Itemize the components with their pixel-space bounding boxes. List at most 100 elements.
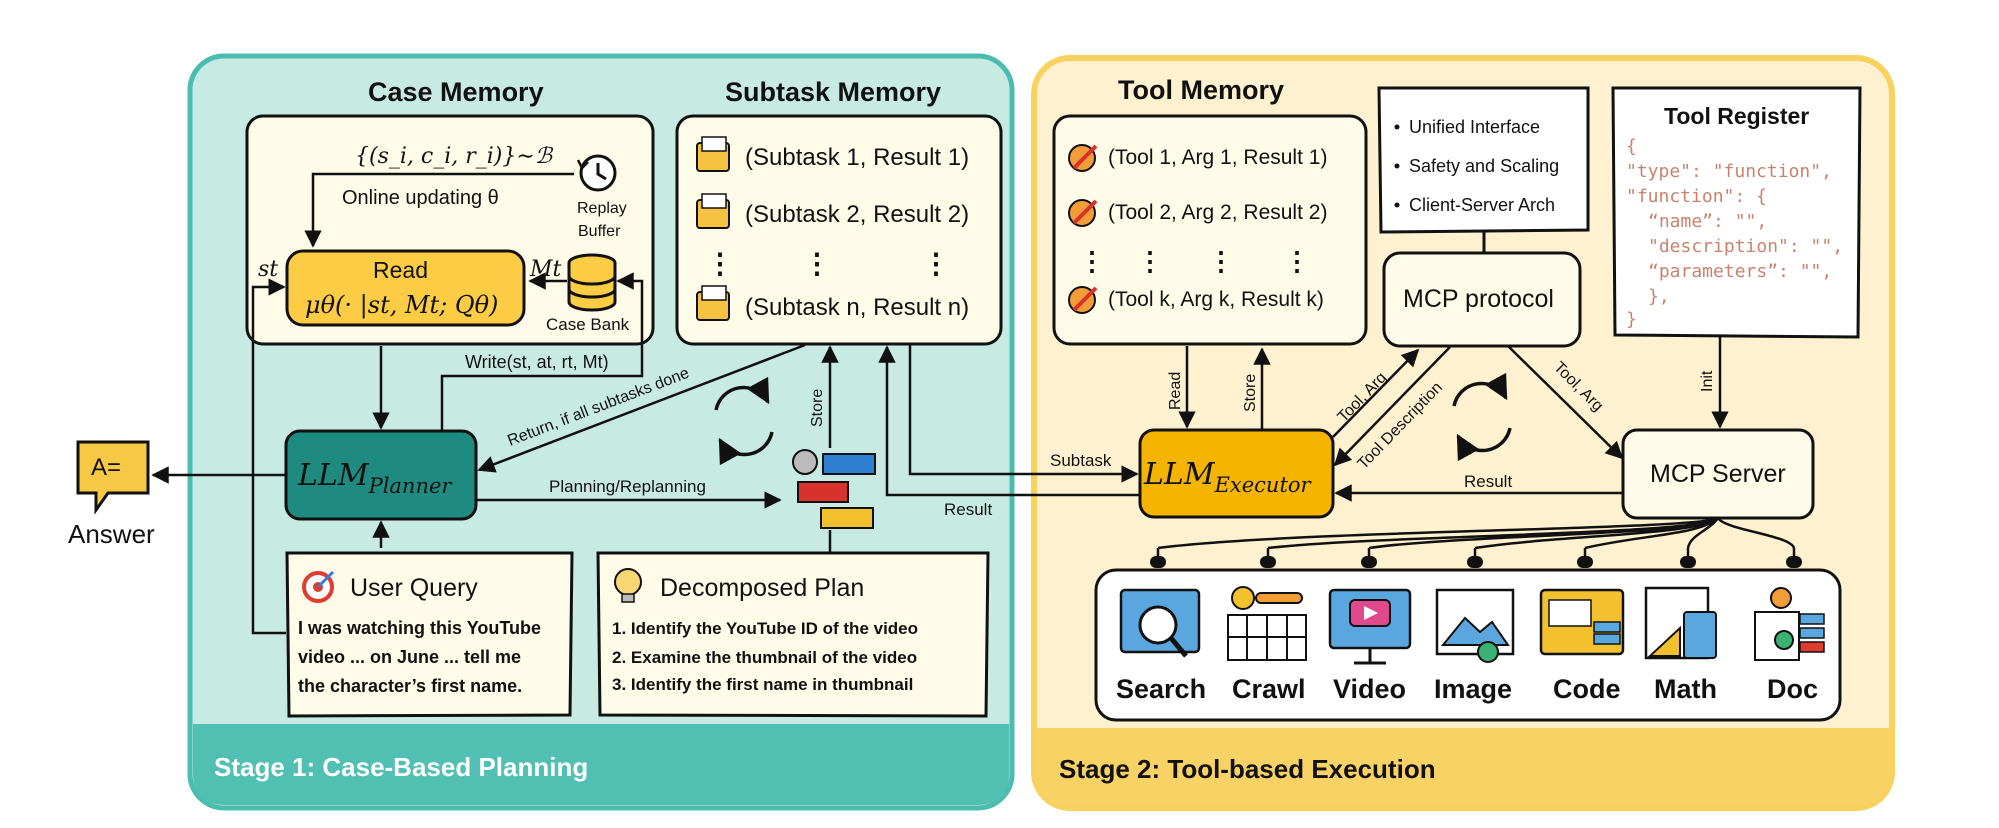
user-query-line-3: the character’s first name.	[298, 676, 522, 696]
m-t-label: Mt	[529, 257, 562, 282]
code-line-2: "type": "function",	[1626, 161, 1832, 182]
svg-text:LLMPlanner: LLMPlanner	[297, 458, 453, 498]
lightbulb-icon	[614, 568, 642, 603]
features-box: Unified Interface Safety and Scaling Cli…	[1377, 86, 1590, 234]
replay-buffer-icon	[576, 154, 617, 192]
tool-dots: ⋮	[1208, 246, 1234, 276]
subtask-row-1: (Subtask 1, Result 1)	[745, 144, 969, 171]
folder-icon	[696, 193, 730, 229]
tool-dots: ⋮	[1137, 246, 1163, 276]
tool-label-math: Math	[1654, 674, 1717, 704]
tool-row-1: (Tool 1, Arg 1, Result 1)	[1108, 146, 1327, 169]
plug-icon	[1786, 548, 1802, 568]
case-memory-formula: {(s_i, c_i, r_i)}∼ℬ	[355, 144, 554, 169]
feature-2: Safety and Scaling	[1409, 156, 1559, 176]
planner-main: LLM	[297, 458, 370, 493]
user-query-title: User Query	[350, 574, 478, 602]
stage2-title: Stage 2: Tool-based Execution	[1059, 754, 1436, 784]
mcp-protocol-label: MCP protocol	[1403, 285, 1554, 313]
case-bank-label: Case Bank	[546, 315, 630, 334]
user-query-line-2: video ... on June ... tell me	[298, 647, 521, 667]
subtask-memory: Subtask Memory (Subtask 1, Result 1) (Su…	[675, 77, 1003, 346]
code-line-8: }	[1626, 309, 1637, 330]
decomposed-plan-title: Decomposed Plan	[660, 574, 864, 602]
replay-buffer-label-2: Buffer	[578, 223, 621, 240]
executor-main: LLM	[1143, 457, 1216, 492]
target-icon	[302, 570, 335, 603]
subtask-dots: ⋮	[706, 248, 734, 279]
search-icon	[1119, 588, 1201, 658]
tool-row-2: (Tool 2, Arg 2, Result 2)	[1108, 201, 1327, 224]
mcp-protocol-box: MCP protocol	[1382, 251, 1582, 348]
store-label-stage1: Store	[809, 389, 826, 427]
plug-icon	[1361, 548, 1377, 568]
replay-buffer-label-1: Replay	[577, 200, 627, 217]
tool-dots: ⋮	[1079, 246, 1105, 276]
folder-icon	[696, 285, 730, 321]
read-formula: μθ(· |st, Mt; Qθ)	[305, 291, 498, 320]
executor-sub: Executor	[1214, 473, 1313, 497]
feature-1: Unified Interface	[1409, 117, 1540, 137]
tool-gear-icon	[1068, 286, 1098, 314]
s-t-label: st	[258, 257, 278, 282]
tool-dots: ⋮	[1284, 246, 1310, 276]
case-bank-icon	[567, 253, 617, 312]
tool-register-box: Tool Register { "type": "function", "fun…	[1611, 86, 1862, 339]
plan-line-3: 3. Identify the first name in thumbnail	[612, 675, 913, 694]
video-icon	[1328, 588, 1412, 665]
tool-label-image: Image	[1434, 674, 1512, 704]
subtask-label: Subtask	[1050, 451, 1112, 470]
tool-gear-icon	[1068, 144, 1098, 172]
subtask-dots: ⋮	[922, 248, 950, 279]
subtask-dots: ⋮	[803, 248, 831, 279]
decomposed-plan-box: Decomposed Plan 1. Identify the YouTube …	[596, 551, 990, 718]
code-line-4: “name”: "",	[1648, 211, 1767, 232]
mcp-server-label: MCP Server	[1650, 460, 1786, 488]
plan-list-icon	[792, 449, 876, 529]
code-line-1: {	[1626, 136, 1637, 157]
code-icon	[1539, 588, 1625, 656]
plug-icon	[1680, 548, 1696, 568]
subtask-row-2: (Subtask 2, Result 2)	[745, 201, 969, 228]
doc-icon	[1754, 587, 1825, 661]
read-box	[285, 249, 526, 327]
answer-icon: A=	[76, 440, 150, 515]
init-label: Init	[1699, 370, 1716, 392]
cycle-icon	[1452, 372, 1512, 462]
svg-text:LLMExecutor: LLMExecutor	[1143, 457, 1313, 497]
tool-label-crawl: Crawl	[1232, 674, 1306, 704]
case-memory: Case Memory {(s_i, c_i, r_i)}∼ℬ Online u…	[245, 77, 655, 346]
mcp-server-box: MCP Server	[1621, 428, 1815, 520]
tools-box: Search Crawl Video Image Code Math Doc	[1094, 516, 1842, 722]
crawl-icon	[1227, 586, 1307, 661]
image-icon	[1435, 588, 1515, 663]
tool-register-title: Tool Register	[1664, 103, 1809, 129]
planner-sub: Planner	[368, 474, 454, 498]
result-label: Result	[1464, 472, 1512, 491]
code-line-6: “parameters”: "",	[1648, 261, 1832, 282]
plan-line-2: 2. Examine the thumbnail of the video	[612, 648, 917, 667]
planning-label: Planning/Replanning	[549, 477, 706, 496]
code-line-3: "function": {	[1626, 186, 1767, 207]
subtask-memory-title: Subtask Memory	[725, 77, 941, 107]
user-query-box: User Query I was watching this YouTube v…	[285, 551, 574, 718]
user-query-line-1: I was watching this YouTube	[298, 618, 541, 638]
plug-icon	[1577, 548, 1593, 568]
cycle-icon	[714, 376, 774, 466]
plan-line-1: 1. Identify the YouTube ID of the video	[612, 619, 918, 638]
tool-gear-icon	[1068, 199, 1098, 227]
folder-icon	[696, 136, 730, 172]
online-updating-label: Online updating θ	[342, 187, 499, 209]
tool-store-label: Store	[1242, 374, 1259, 412]
plug-icon	[1467, 548, 1483, 568]
math-icon	[1644, 586, 1717, 660]
tool-read-label: Read	[1167, 372, 1184, 410]
tool-label-doc: Doc	[1767, 674, 1818, 704]
tool-label-code: Code	[1553, 674, 1621, 704]
answer-label: Answer	[68, 519, 155, 549]
code-line-7: },	[1648, 286, 1670, 307]
result-back-label: Result	[944, 500, 992, 519]
plug-icon	[1150, 548, 1166, 568]
write-label: Write(st, at, rt, Mt)	[465, 352, 609, 372]
